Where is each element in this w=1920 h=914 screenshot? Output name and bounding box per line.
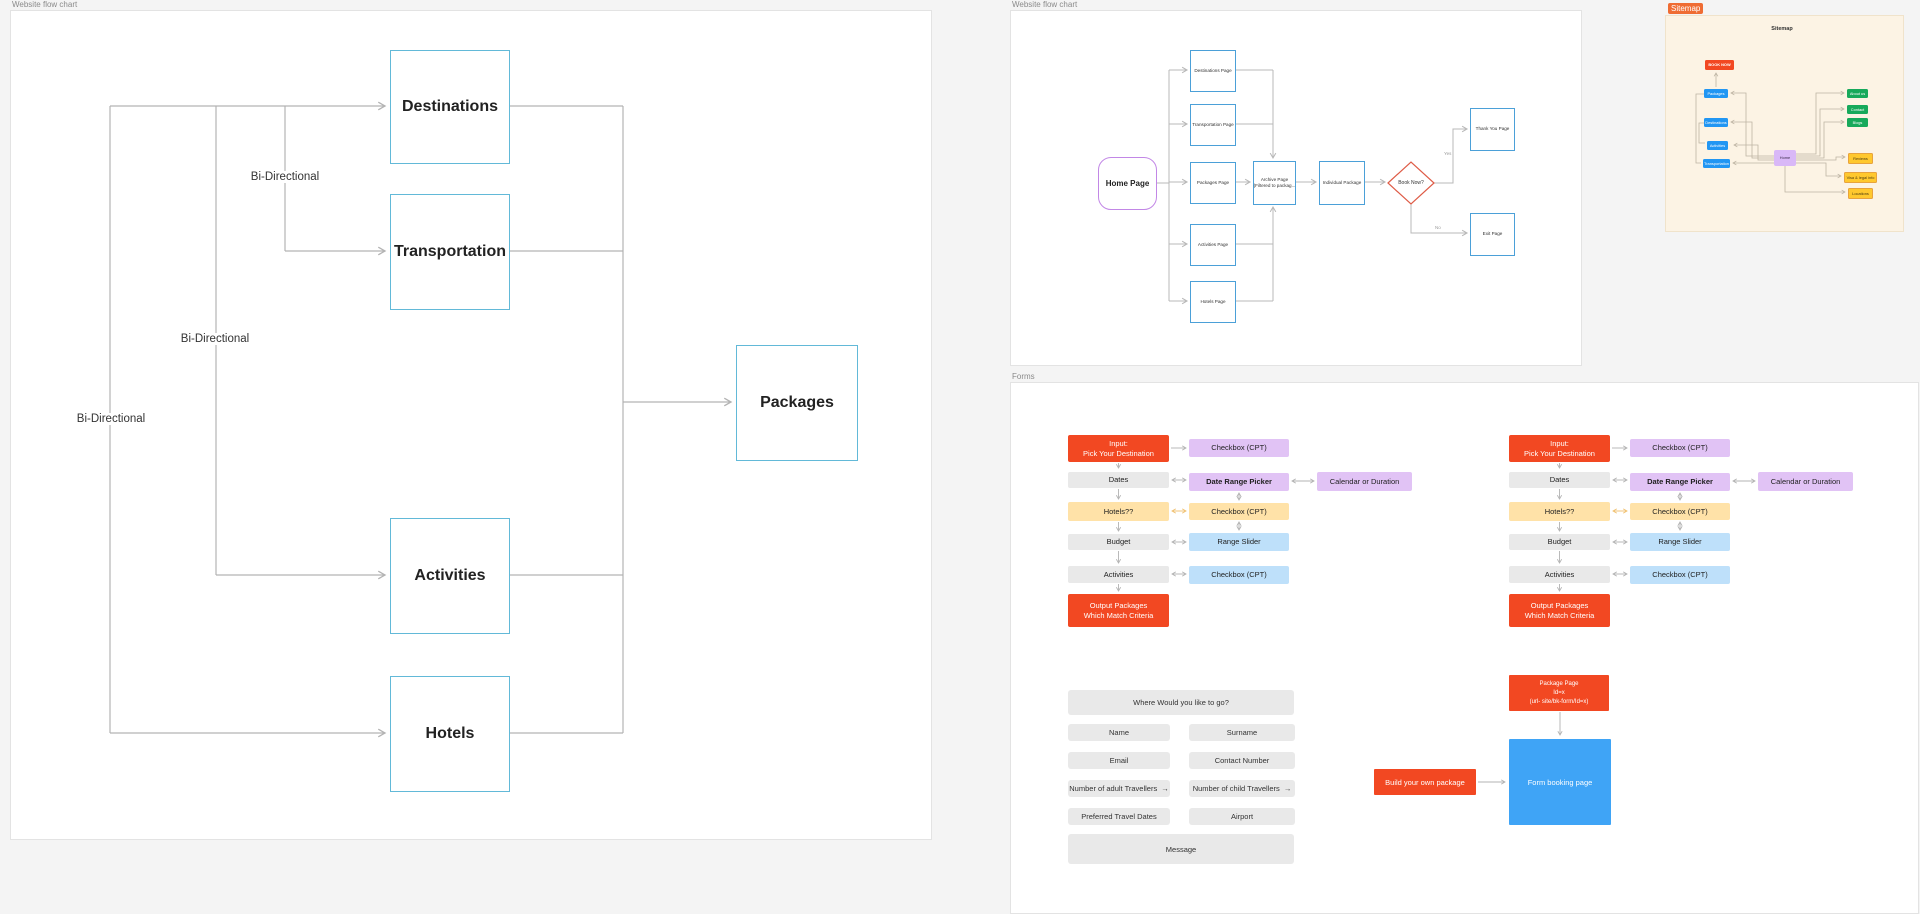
sitemap-title: Sitemap	[1771, 26, 1793, 32]
form-field-airport[interactable]: Airport	[1189, 808, 1295, 825]
form-field-travel-dates[interactable]: Preferred Travel Dates	[1068, 808, 1170, 825]
node-archive-page[interactable]: Archive Page (Filtered to packag...	[1253, 161, 1296, 205]
sitemap-node-reviews[interactable]: Reviews	[1848, 153, 1873, 164]
node-exit-page[interactable]: Exit Page	[1470, 213, 1515, 256]
node-destinations[interactable]: Destinations	[390, 50, 510, 164]
flow-range-slider[interactable]: Range Slider	[1189, 533, 1289, 551]
node-transportation-page[interactable]: Transportation Page	[1190, 104, 1236, 146]
form-field-surname[interactable]: Surname	[1189, 724, 1295, 741]
node-home-page[interactable]: Home Page	[1098, 157, 1157, 210]
node-hotels[interactable]: Hotels	[390, 676, 510, 792]
sitemap-node-about-us[interactable]: About us	[1847, 89, 1868, 98]
flow-checkbox-cpt[interactable]: Checkbox (CPT)	[1189, 566, 1289, 584]
flow-calendar-or-duration[interactable]: Calendar or Duration	[1758, 472, 1853, 491]
frame-title[interactable]: Sitemap	[1668, 3, 1704, 14]
form-field-name[interactable]: Name	[1068, 724, 1170, 741]
edge-label-yes: Yes	[1444, 151, 1452, 156]
node-thank-you-page[interactable]: Thank You Page	[1470, 108, 1515, 151]
flow-dates[interactable]: Dates	[1068, 472, 1169, 488]
node-form-booking-page[interactable]: Form booking page	[1509, 739, 1611, 825]
node-activities[interactable]: Activities	[390, 518, 510, 634]
frame-website-flow-chart[interactable]: Website flow chart Destinations Transpor…	[10, 0, 932, 840]
form-field-child-travellers[interactable]: Number of child Travellers→	[1189, 780, 1295, 797]
node-build-your-own-package[interactable]: Build your own package	[1374, 769, 1476, 795]
node-hotels-page[interactable]: Hotels Page	[1190, 281, 1236, 323]
flow-budget[interactable]: Budget	[1068, 534, 1169, 550]
sitemap-node-locations[interactable]: Locations	[1848, 188, 1873, 199]
sitemap-node-contact[interactable]: Contact	[1847, 105, 1868, 114]
edge-label-bidirectional: Bi-Directional	[247, 171, 323, 183]
flow-hotels[interactable]: Hotels??	[1068, 502, 1169, 521]
form-field-contact-number[interactable]: Contact Number	[1189, 752, 1295, 769]
edge-label-no: No	[1435, 225, 1441, 230]
frame-title[interactable]: Website flow chart	[12, 0, 78, 9]
sitemap-node-transportation[interactable]: Transportation	[1703, 159, 1730, 168]
edge-label-bidirectional: Bi-Directional	[177, 333, 253, 345]
frame-forms[interactable]: Forms	[1010, 372, 1919, 914]
node-packages[interactable]: Packages	[736, 345, 858, 461]
flow-checkbox-cpt[interactable]: Checkbox (CPT)	[1630, 503, 1730, 520]
connector-lines	[1155, 66, 1469, 305]
flow-budget[interactable]: Budget	[1509, 534, 1610, 550]
arrow-right-icon: →	[1283, 784, 1292, 793]
flow-checkbox-cpt[interactable]: Checkbox (CPT)	[1189, 503, 1289, 520]
node-activities-page[interactable]: Activities Page	[1190, 224, 1236, 266]
flow-hotels[interactable]: Hotels??	[1509, 502, 1610, 521]
node-packages-page[interactable]: Packages Page	[1190, 162, 1236, 204]
flow-checkbox-cpt[interactable]: Checkbox (CPT)	[1630, 439, 1730, 457]
frame-title[interactable]: Forms	[1012, 372, 1035, 381]
flow-input-destination[interactable]: Input:Pick Your Destination	[1068, 435, 1169, 462]
sitemap-node-activities[interactable]: Activities	[1707, 141, 1728, 150]
flow-range-slider[interactable]: Range Slider	[1630, 533, 1730, 551]
form-field-email[interactable]: Email	[1068, 752, 1170, 769]
node-transportation[interactable]: Transportation	[390, 194, 510, 310]
node-package-page-url[interactable]: Package Page Id=x (url- site/bk-form/Id=…	[1509, 675, 1609, 711]
frame-sitemap[interactable]: Sitemap Si	[1665, 3, 1904, 232]
sitemap-node-visa-legal-info[interactable]: Visa & legal info	[1844, 172, 1877, 183]
flow-activities[interactable]: Activities	[1068, 566, 1169, 583]
node-individual-package[interactable]: Individual Package	[1319, 161, 1365, 205]
edge-label-bidirectional: Bi-Directional	[73, 413, 149, 425]
flow-checkbox-cpt[interactable]: Checkbox (CPT)	[1630, 566, 1730, 584]
arrow-right-icon: →	[1161, 784, 1169, 793]
frame-page-flowchart[interactable]: Website flow chart	[1010, 0, 1582, 366]
form-field-adult-travellers[interactable]: Number of adult Travellers→	[1068, 780, 1170, 797]
flow-checkbox-cpt[interactable]: Checkbox (CPT)	[1189, 439, 1289, 457]
flow-date-range-picker[interactable]: Date Range Picker	[1189, 473, 1289, 491]
node-book-now-decision[interactable]: Book Now?	[1398, 180, 1424, 186]
flow-activities[interactable]: Activities	[1509, 566, 1610, 583]
frame-title[interactable]: Website flow chart	[1012, 0, 1078, 9]
flow-dates[interactable]: Dates	[1509, 472, 1610, 488]
sitemap-node-destinations[interactable]: Destinations	[1704, 118, 1728, 127]
sitemap-node-book-now[interactable]: BOOK NOW	[1705, 60, 1734, 70]
form-field-where-to-go[interactable]: Where Would you like to go?	[1068, 690, 1294, 715]
node-destinations-page[interactable]: Destinations Page	[1190, 50, 1236, 92]
flow-calendar-or-duration[interactable]: Calendar or Duration	[1317, 472, 1412, 491]
form-field-message[interactable]: Message	[1068, 834, 1294, 864]
sitemap-node-packages[interactable]: Packages	[1704, 89, 1728, 98]
sitemap-node-home[interactable]: Home	[1774, 150, 1796, 166]
flow-input-destination[interactable]: Input:Pick Your Destination	[1509, 435, 1610, 462]
flow-date-range-picker[interactable]: Date Range Picker	[1630, 473, 1730, 491]
sitemap-node-blogs[interactable]: Blogs	[1847, 118, 1868, 127]
